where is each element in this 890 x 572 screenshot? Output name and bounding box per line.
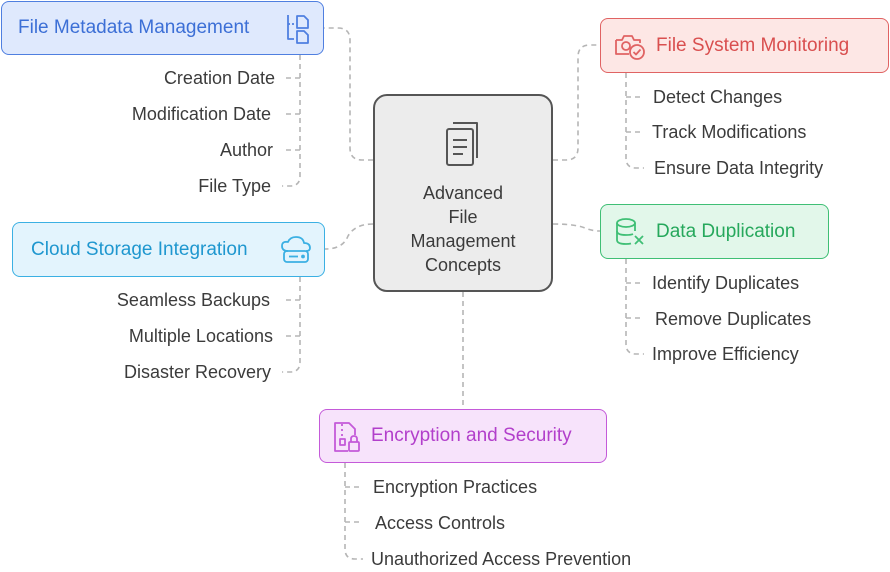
database-x-icon (614, 217, 646, 247)
camera-check-icon (614, 31, 646, 61)
metadata-branch-node: File Metadata Management (1, 1, 324, 55)
monitoring-branch-title: File System Monitoring (656, 34, 850, 56)
encryption-item: Access Controls (375, 513, 506, 533)
dedup-item: Remove Duplicates (655, 309, 812, 329)
monitoring-branch-node: File System Monitoring (600, 18, 889, 73)
metadata-item: File Type (198, 176, 271, 196)
dedup-item: Identify Duplicates (652, 273, 800, 293)
cloud-item: Multiple Locations (128, 326, 273, 346)
central-topic-node: Advanced File Management Concepts (373, 94, 553, 292)
cloud-branch-title: Cloud Storage Integration (31, 238, 248, 260)
cloud-drive-icon (280, 235, 312, 265)
dedup-branch-title: Data Duplication (656, 220, 796, 242)
encryption-branch-node: Encryption and Security (319, 409, 607, 463)
encryption-item: Encryption Practices (373, 477, 538, 497)
central-topic-title: Advanced File Management Concepts (410, 183, 516, 275)
monitoring-item: Detect Changes (653, 87, 783, 107)
encryption-branch-title: Encryption and Security (371, 425, 572, 446)
metadata-branch-title: File Metadata Management (18, 17, 250, 38)
metadata-item: Author (219, 140, 273, 160)
dedup-branch-node: Data Duplication (600, 204, 829, 259)
metadata-item: Modification Date (131, 104, 271, 124)
document-icon (443, 120, 483, 173)
monitoring-item: Track Modifications (652, 122, 807, 142)
encryption-item: Unauthorized Access Prevention (371, 549, 632, 569)
zip-lock-icon (332, 421, 362, 453)
monitoring-item: Ensure Data Integrity (654, 158, 824, 178)
metadata-item: Creation Date (163, 68, 275, 88)
file-tree-icon (285, 13, 311, 45)
cloud-branch-node: Cloud Storage Integration (12, 222, 325, 277)
cloud-item: Seamless Backups (116, 290, 270, 310)
cloud-item: Disaster Recovery (123, 362, 271, 382)
dedup-item: Improve Efficiency (652, 344, 799, 364)
